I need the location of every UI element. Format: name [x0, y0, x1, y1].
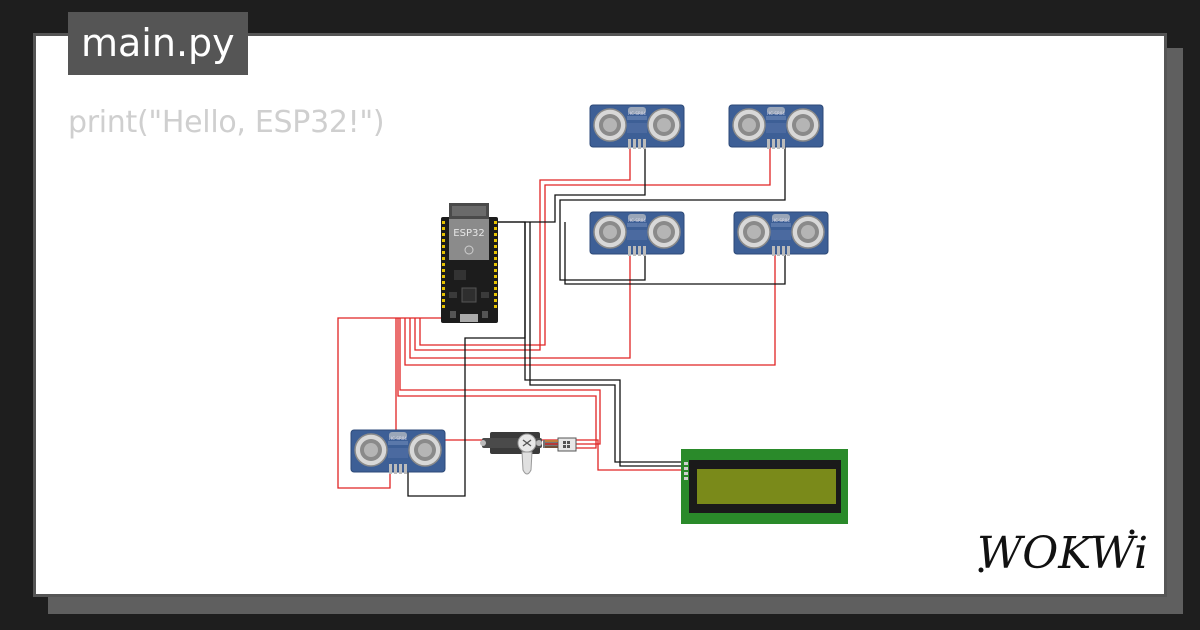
sensor-1-label: HC-SR04 — [628, 111, 646, 116]
wokwi-logo-text: WOKWi — [977, 528, 1148, 579]
ultrasonic-sensor-4[interactable]: HC-SR04 — [733, 211, 829, 257]
sensor-5-label: HC-SR04 — [389, 436, 407, 441]
sensor-2-label: HC-SR04 — [767, 111, 785, 116]
black-wires — [407, 147, 786, 497]
esp32-board[interactable]: ESP32 — [441, 203, 498, 323]
wokwi-logo: WOKWi — [977, 528, 1148, 579]
ultrasonic-sensor-3[interactable]: HC-SR04 — [589, 211, 685, 257]
file-tab-main-py[interactable]: main.py — [68, 12, 248, 75]
ultrasonic-sensor-5[interactable]: HC-SR04 — [350, 429, 446, 475]
sensor-3-label: HC-SR04 — [628, 218, 646, 223]
ultrasonic-sensor-1[interactable]: HC-SR04 — [589, 104, 685, 150]
ultrasonic-sensor-2[interactable]: HC-SR04 — [728, 104, 824, 150]
sensor-4-label: HC-SR04 — [772, 218, 790, 223]
servo-motor[interactable] — [480, 432, 577, 475]
esp32-label: ESP32 — [453, 228, 484, 239]
code-preview-line: print("Hello, ESP32!") — [68, 105, 385, 140]
lcd-display[interactable] — [681, 449, 848, 524]
red-wires — [337, 147, 776, 489]
